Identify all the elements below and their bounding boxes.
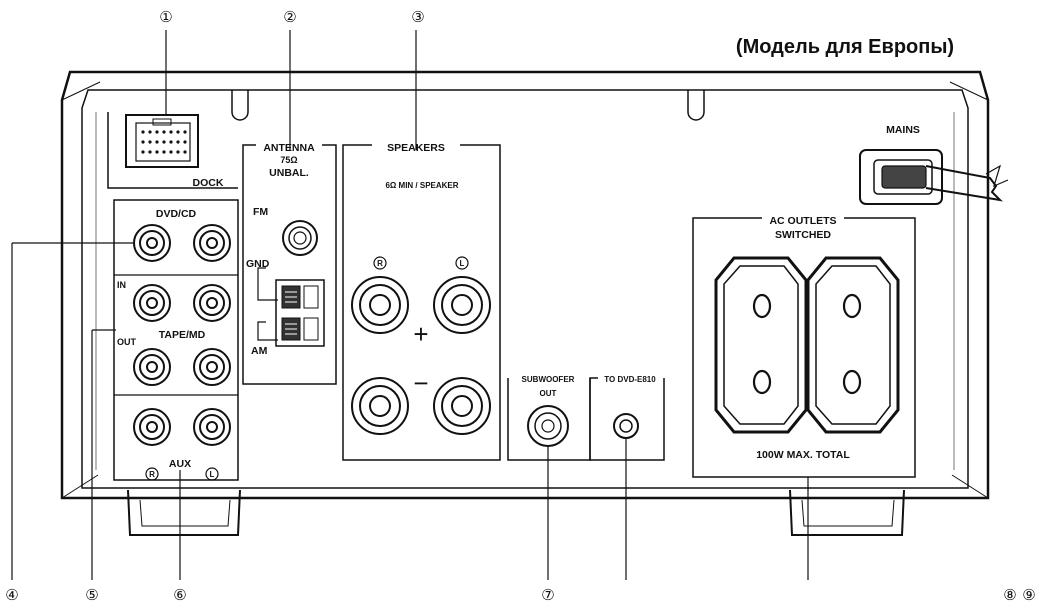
gnd-label: GND bbox=[246, 258, 270, 270]
mains-cord bbox=[859, 149, 1009, 205]
speaker-minus: − bbox=[413, 368, 428, 398]
callout-8: ⑧ bbox=[1003, 587, 1016, 604]
fm-label: FM bbox=[253, 206, 268, 218]
callout-6: ⑥ bbox=[173, 587, 186, 604]
chassis bbox=[60, 70, 990, 500]
speaker-plus: + bbox=[413, 319, 428, 349]
antenna-label: ANTENNA bbox=[263, 142, 315, 154]
callout-7: ⑦ bbox=[541, 587, 554, 604]
callout-2: ② bbox=[283, 9, 296, 26]
max-total-label: 100W MAX. TOTAL bbox=[756, 449, 850, 461]
switched-label: SWITCHED bbox=[775, 229, 831, 241]
subwoofer-out-label: OUT bbox=[540, 389, 557, 398]
am-label: AM bbox=[251, 345, 268, 357]
aux-label: AUX bbox=[169, 458, 191, 470]
callout-1: ① bbox=[159, 9, 172, 26]
tape-md-label: TAPE/MD bbox=[159, 329, 206, 341]
antenna-unbal: UNBAL. bbox=[269, 167, 309, 179]
subwoofer-label: SUBWOOFER bbox=[522, 375, 575, 384]
in-label: IN bbox=[117, 280, 126, 290]
antenna-section bbox=[242, 144, 337, 385]
speaker-left-mark: L bbox=[460, 259, 465, 268]
antenna-impedance: 75Ω bbox=[280, 155, 297, 165]
ac-outlets-section bbox=[692, 217, 916, 478]
aux-left-mark: L bbox=[210, 470, 215, 479]
mains-label: MAINS bbox=[886, 124, 920, 136]
speaker-spec: 6Ω MIN / SPEAKER bbox=[385, 181, 458, 190]
out-label: OUT bbox=[117, 337, 137, 347]
callout-5: ⑤ bbox=[85, 587, 98, 604]
to-dvd-label: TO DVD-E810 bbox=[604, 375, 656, 384]
to-dvd-section bbox=[589, 377, 665, 461]
callout-9: ⑨ bbox=[1022, 587, 1035, 604]
ac-outlets-label: AC OUTLETS bbox=[769, 215, 836, 227]
speakers-section bbox=[342, 144, 501, 461]
dock-label: DOCK bbox=[193, 177, 224, 189]
foot-left bbox=[127, 489, 241, 536]
audio-io-section bbox=[113, 199, 239, 481]
callout-4: ④ bbox=[5, 587, 18, 604]
dock-connector bbox=[107, 112, 238, 189]
callout-3: ③ bbox=[411, 9, 424, 26]
foot-right bbox=[789, 489, 905, 536]
dvd-cd-label: DVD/CD bbox=[156, 208, 197, 220]
callout-lines bbox=[11, 30, 809, 580]
aux-right-mark: R bbox=[149, 470, 155, 479]
model-title: (Модель для Европы) bbox=[736, 36, 954, 58]
speaker-right-mark: R bbox=[377, 259, 383, 268]
